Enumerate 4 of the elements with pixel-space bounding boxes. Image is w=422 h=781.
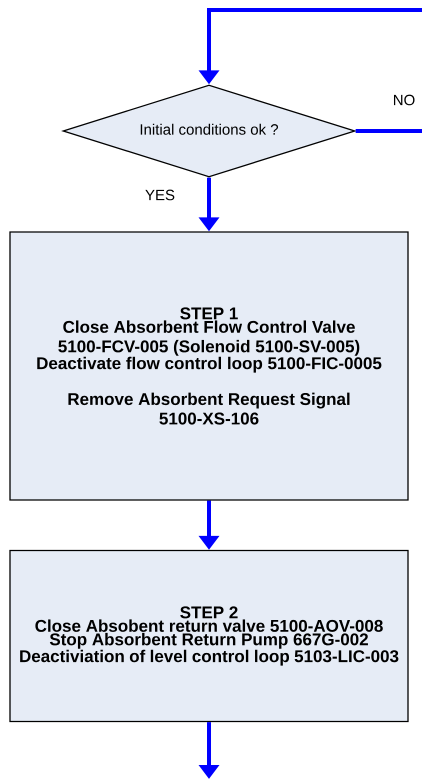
process-box: STEP 1 Close Absorbent Flow Control Valve 5100-FCV-005 (Solenoid 5100-SV-005) Deactivate flow control loop 5100-FIC-0005 Remove Absorbent Request Signal 5100-XS-106 <box>9 231 409 501</box>
edge-label: NO <box>392 94 416 106</box>
edge-label: YES <box>144 188 176 202</box>
process-box: STEP 2 Close Absobent return valve 5100-AOV-008 Stop Absorbent Return Pump 667G-002 Deactiviation of level control loop 5103-LIC-003 <box>9 550 409 722</box>
